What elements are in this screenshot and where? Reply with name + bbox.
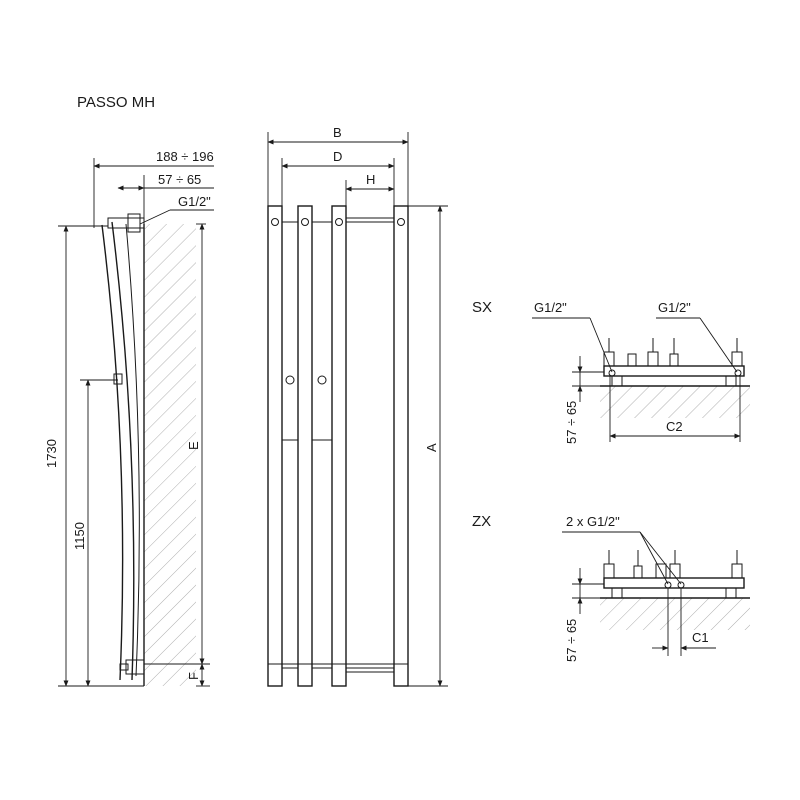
sx-connection-right: G1/2" [658, 300, 691, 315]
side-view: 188 ÷ 196 57 ÷ 65 G1/2" 1730 1150 E F [44, 149, 214, 687]
height-1150: 1150 [72, 522, 87, 550]
front-view: B D H A [267, 125, 448, 687]
sx-connection-left: G1/2" [534, 300, 567, 315]
zx-wall-hatch [600, 598, 750, 630]
dim-188-196: 188 ÷ 196 [156, 149, 214, 164]
zx-depth: 57 ÷ 65 [564, 619, 579, 662]
zx-view: ZX 2 x G1/2" 57 ÷ 65 [472, 513, 750, 662]
sx-c2: C2 [666, 419, 683, 434]
label-e: E [186, 441, 201, 450]
label-h: H [366, 172, 375, 187]
zx-tag: ZX [472, 513, 491, 530]
sx-view: SX G1/2" G1/2" 57 ÷ 65 [472, 299, 750, 444]
label-f: F [186, 672, 201, 680]
wall-hatch [144, 224, 196, 686]
height-1730: 1730 [44, 439, 59, 468]
connection-label-side: G1/2" [178, 194, 211, 209]
sx-depth: 57 ÷ 65 [564, 401, 579, 444]
label-a: A [424, 443, 439, 452]
dim-57-65: 57 ÷ 65 [158, 172, 201, 187]
zx-c1: C1 [692, 630, 709, 645]
sx-wall-hatch [600, 386, 750, 418]
drawing-title: PASSO MH [77, 94, 155, 111]
sx-tag: SX [472, 299, 492, 316]
label-d: D [333, 149, 342, 164]
zx-connection: 2 x G1/2" [566, 514, 620, 529]
label-b: B [333, 125, 342, 140]
